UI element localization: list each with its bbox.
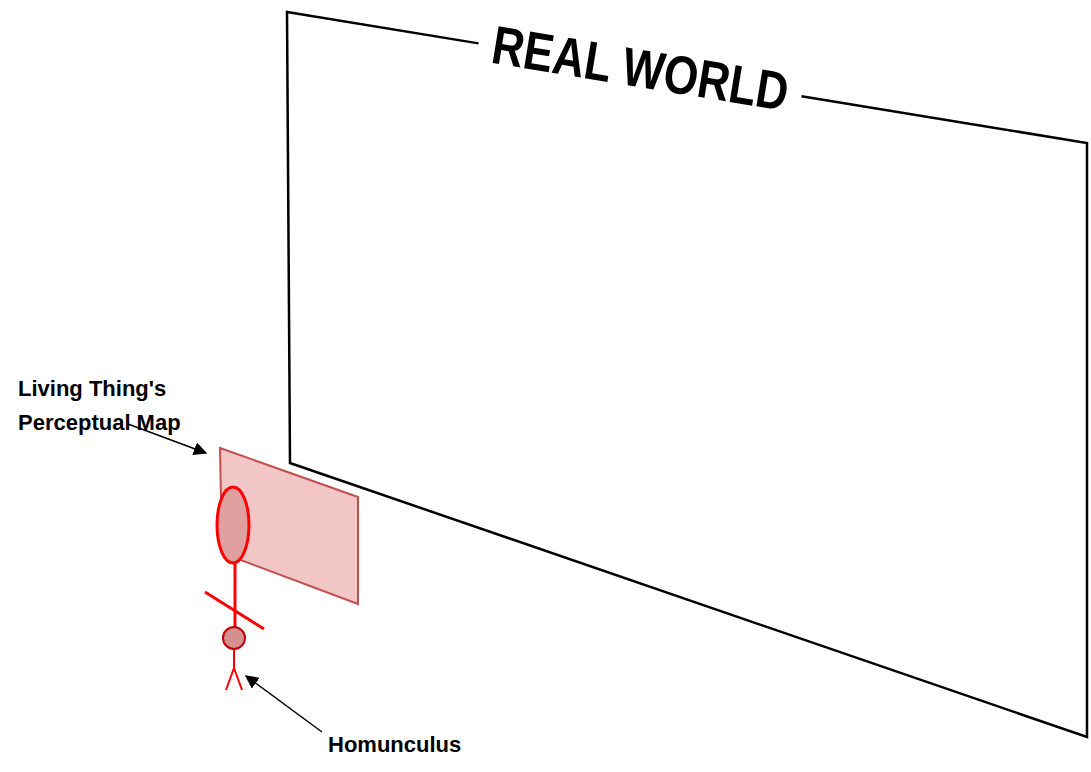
callout-label: Homunculus [328, 728, 528, 762]
frame-title: REAL WORLD [488, 17, 792, 119]
figure-head [217, 487, 249, 563]
leader-arrow [246, 676, 322, 732]
homunculus-body [233, 649, 235, 668]
homunculus-head [223, 627, 245, 649]
figure-body [234, 563, 237, 627]
homunculus-leg [226, 668, 234, 690]
callout-label: Living Thing's Perceptual Map [18, 372, 186, 440]
homunculus-leg [234, 668, 242, 690]
figure-arms [205, 592, 264, 629]
frame-outline [287, 12, 1087, 737]
